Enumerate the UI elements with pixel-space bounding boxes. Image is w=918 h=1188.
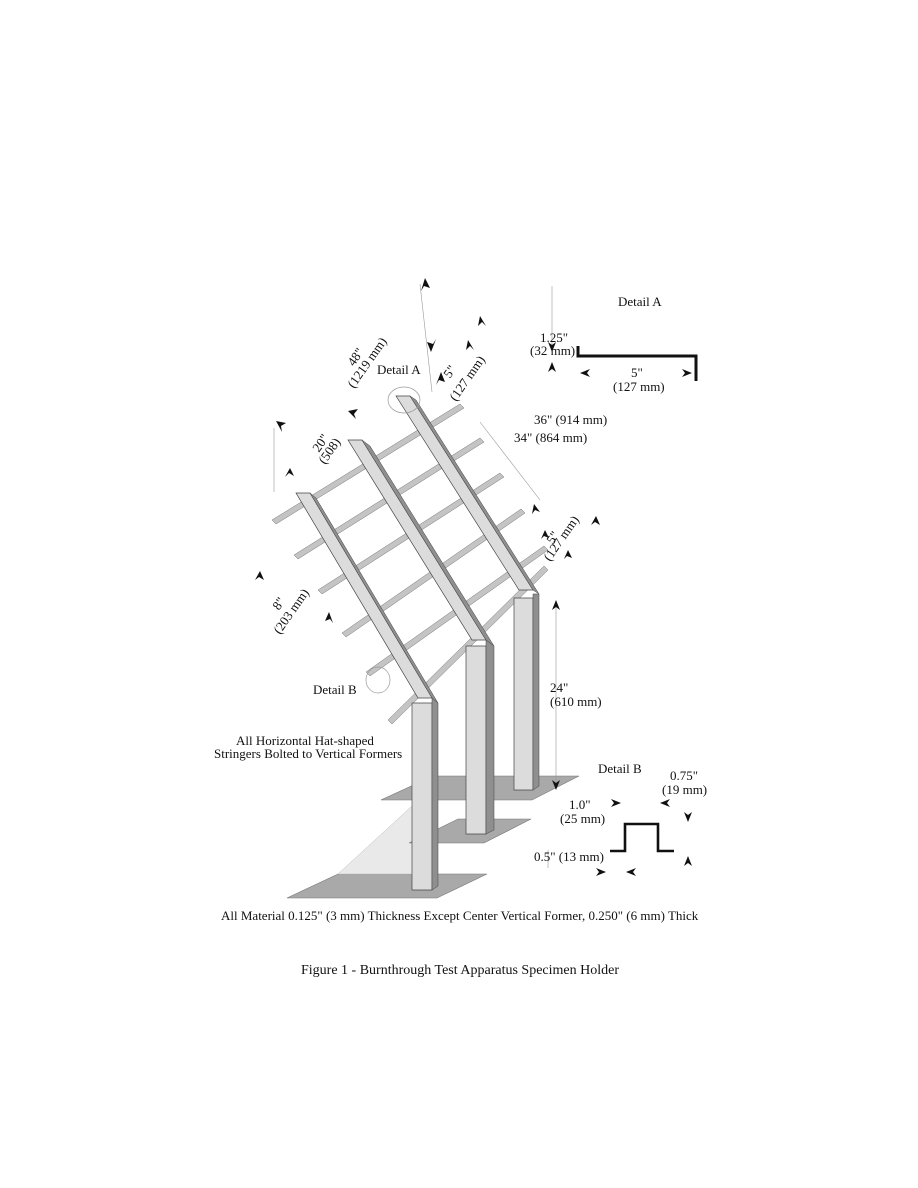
arrow-5-right-b bbox=[591, 516, 600, 525]
arrow-24-top bbox=[552, 600, 560, 610]
arrow-20-b bbox=[348, 409, 358, 419]
arrow-1.0-b bbox=[660, 799, 670, 807]
arrow-1.25-top bbox=[548, 342, 556, 352]
stringers-note-line-1: All Horizontal Hat-shaped bbox=[236, 733, 374, 748]
former-front bbox=[295, 492, 439, 891]
arrow-5-top-b bbox=[466, 340, 474, 350]
detail-a-height: 1.25" bbox=[540, 330, 569, 345]
detail-b-top-mm: (19 mm) bbox=[662, 782, 708, 797]
arrow-0.5-b bbox=[626, 868, 636, 876]
detail-a-width-mm: (127 mm) bbox=[613, 379, 665, 394]
detail-a-height-mm: (32 mm) bbox=[530, 343, 576, 358]
detail-b-marker bbox=[365, 666, 391, 694]
arrow-0.75-b bbox=[684, 856, 692, 866]
arrow-5-detail-a-left bbox=[580, 369, 590, 377]
arrow-48-bottom bbox=[427, 339, 436, 352]
dim-24-mm: (610 mm) bbox=[550, 694, 602, 709]
detail-b-top: 0.75" bbox=[670, 768, 699, 783]
arrow-5-right-c bbox=[541, 530, 549, 539]
arrow-24-bottom bbox=[552, 780, 560, 790]
dim-34: 34" (864 mm) bbox=[514, 430, 588, 445]
base-plate-front bbox=[286, 873, 488, 899]
arrow-5-right-a bbox=[532, 504, 540, 514]
arrow-48-top bbox=[421, 278, 430, 291]
detail-b-label: Detail B bbox=[598, 761, 642, 776]
dim-36: 36" (914 mm) bbox=[534, 412, 608, 427]
stringers-note-line-2: Stringers Bolted to Vertical Formers bbox=[214, 746, 403, 761]
arrow-1.0-a bbox=[611, 799, 621, 807]
dimension-lines bbox=[273, 283, 557, 868]
stringer-6 bbox=[387, 565, 549, 725]
detail-a-label: Detail A bbox=[618, 294, 662, 309]
arrow-0.5-a bbox=[596, 868, 606, 876]
detail-a-section bbox=[576, 346, 698, 381]
detail-a-marker bbox=[387, 386, 421, 414]
former-center bbox=[347, 439, 495, 835]
arrow-5-detail-a-right bbox=[682, 369, 692, 377]
arrow-8-a bbox=[255, 571, 264, 580]
arrow-20-c bbox=[285, 468, 294, 477]
detail-b-flange: 0.5" (13 mm) bbox=[534, 849, 604, 864]
former-back bbox=[395, 395, 540, 791]
detail-b-section bbox=[610, 822, 674, 853]
material-note: All Material 0.125" (3 mm) Thickness Exc… bbox=[221, 908, 699, 923]
arrow-5-right-d bbox=[564, 550, 572, 559]
detail-a-callout: Detail A bbox=[377, 362, 421, 377]
detail-b-width: 1.0" bbox=[569, 797, 591, 812]
detail-b-callout: Detail B bbox=[313, 682, 357, 697]
arrow-20-a bbox=[276, 421, 286, 432]
arrow-5-top-c bbox=[436, 372, 445, 385]
arrow-5-top-a bbox=[478, 316, 486, 326]
figure-caption: Figure 1 - Burnthrough Test Apparatus Sp… bbox=[301, 963, 619, 978]
arrow-8-b bbox=[325, 612, 333, 623]
dimension-arrows bbox=[255, 278, 692, 876]
dim-24: 24" bbox=[550, 680, 569, 695]
arrow-1.25-bottom bbox=[548, 362, 556, 372]
detail-a-width: 5" bbox=[631, 365, 643, 380]
detail-b-width-mm: (25 mm) bbox=[560, 811, 606, 826]
arrow-0.75-a bbox=[684, 812, 692, 822]
